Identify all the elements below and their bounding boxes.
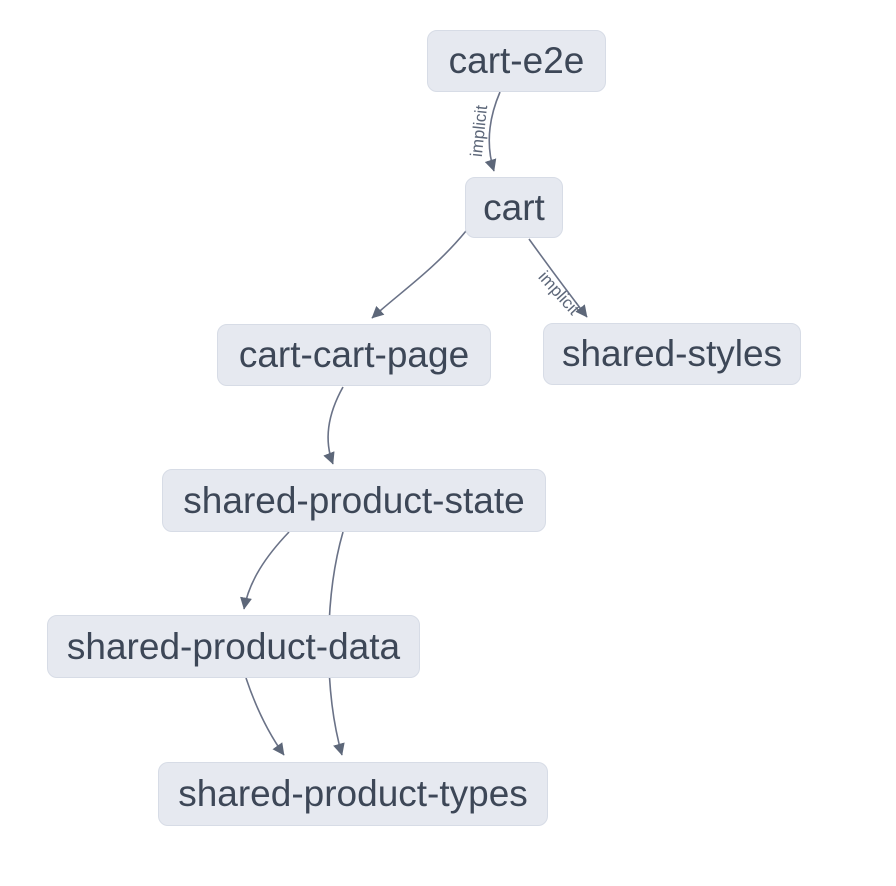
node-label: shared-product-data: [66, 625, 401, 667]
edge-cart-cart-page-to-shared-product-state: [323, 386, 344, 465]
node-label: cart-e2e: [448, 40, 585, 81]
node-label: shared-product-types: [178, 773, 528, 814]
graph-node-cart[interactable]: cart: [465, 177, 563, 238]
graph-node-shared-product-data[interactable]: shared-product-data: [47, 615, 420, 678]
node-label: cart-cart-page: [238, 334, 470, 375]
node-label: cart: [483, 186, 545, 228]
edge-shared-product-state-to-shared-product-data: [240, 531, 290, 610]
graph-node-cart-e2e[interactable]: cart-e2e: [427, 30, 606, 92]
edge-cart-to-cart-cart-page: [371, 230, 467, 319]
graph-node-shared-product-types[interactable]: shared-product-types: [158, 762, 548, 826]
edge-cart-to-shared-styles: [528, 238, 588, 318]
node-label: shared-styles: [561, 333, 783, 374]
graph-node-shared-styles[interactable]: shared-styles: [543, 323, 801, 385]
graph-node-cart-cart-page[interactable]: cart-cart-page: [217, 324, 491, 386]
edge-shared-product-data-to-shared-product-types: [245, 677, 285, 756]
node-label: shared-product-state: [183, 479, 525, 521]
graph-node-shared-product-state[interactable]: shared-product-state: [162, 469, 546, 532]
edge-cart-e2e-to-cart: [484, 91, 501, 172]
